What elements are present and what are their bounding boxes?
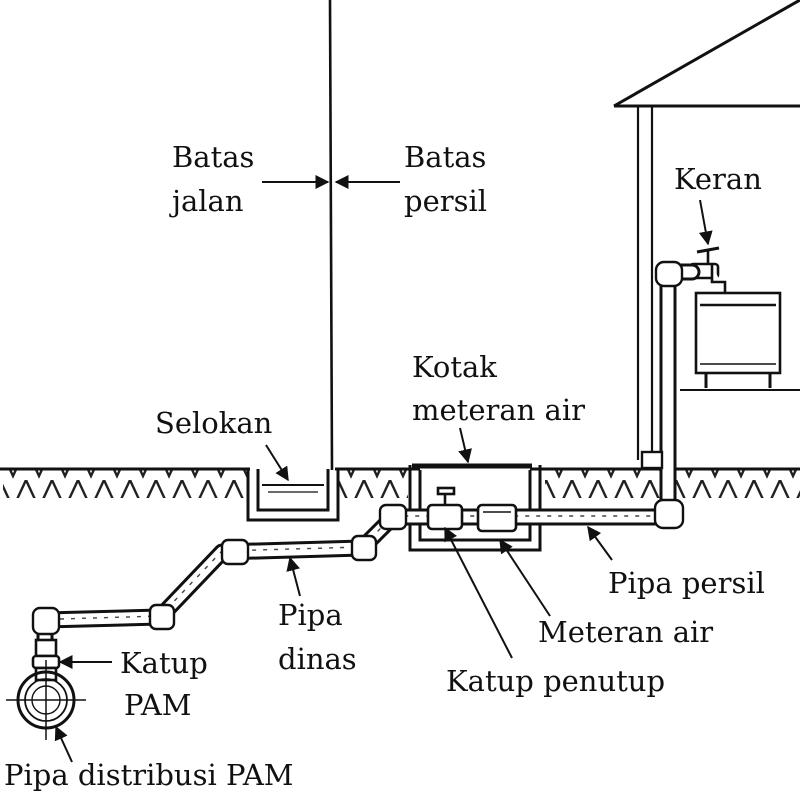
label-katup-pam-line2: PAM <box>124 688 192 722</box>
house-outline <box>613 0 800 460</box>
label-pipa-distribusi-pam: Pipa distribusi PAM <box>4 758 294 792</box>
meter-box <box>408 463 542 552</box>
sink-basin <box>694 291 782 388</box>
label-meteran-air: Meteran air <box>538 615 714 649</box>
valve-and-meter <box>426 486 518 533</box>
leader-lines <box>54 199 713 763</box>
label-kotak-line1: Kotak <box>412 350 497 384</box>
ground-hatch <box>3 470 800 498</box>
label-katup-penutup: Katup penutup <box>446 664 666 698</box>
label-pipa-persil: Pipa persil <box>608 566 765 600</box>
distribution-main-section <box>6 660 86 740</box>
label-kotak-line2: meteran air <box>412 393 585 427</box>
pipe-network <box>31 260 701 649</box>
label-keran: Keran <box>674 162 762 196</box>
label-katup-pam-line1: Katup <box>120 646 208 680</box>
label-batas-persil-line1: Batas <box>404 140 487 174</box>
label-pipa-dinas-line1: Pipa <box>278 598 343 632</box>
label-batas-jalan-line2: jalan <box>172 184 244 218</box>
label-batas-persil-line2: persil <box>404 184 488 218</box>
label-pipa-dinas-line2: dinas <box>278 642 357 676</box>
property-boundary-line <box>328 0 334 471</box>
drain-channel <box>246 469 340 522</box>
label-selokan: Selokan <box>155 406 273 440</box>
label-batas-jalan-line1: Batas <box>172 140 255 174</box>
